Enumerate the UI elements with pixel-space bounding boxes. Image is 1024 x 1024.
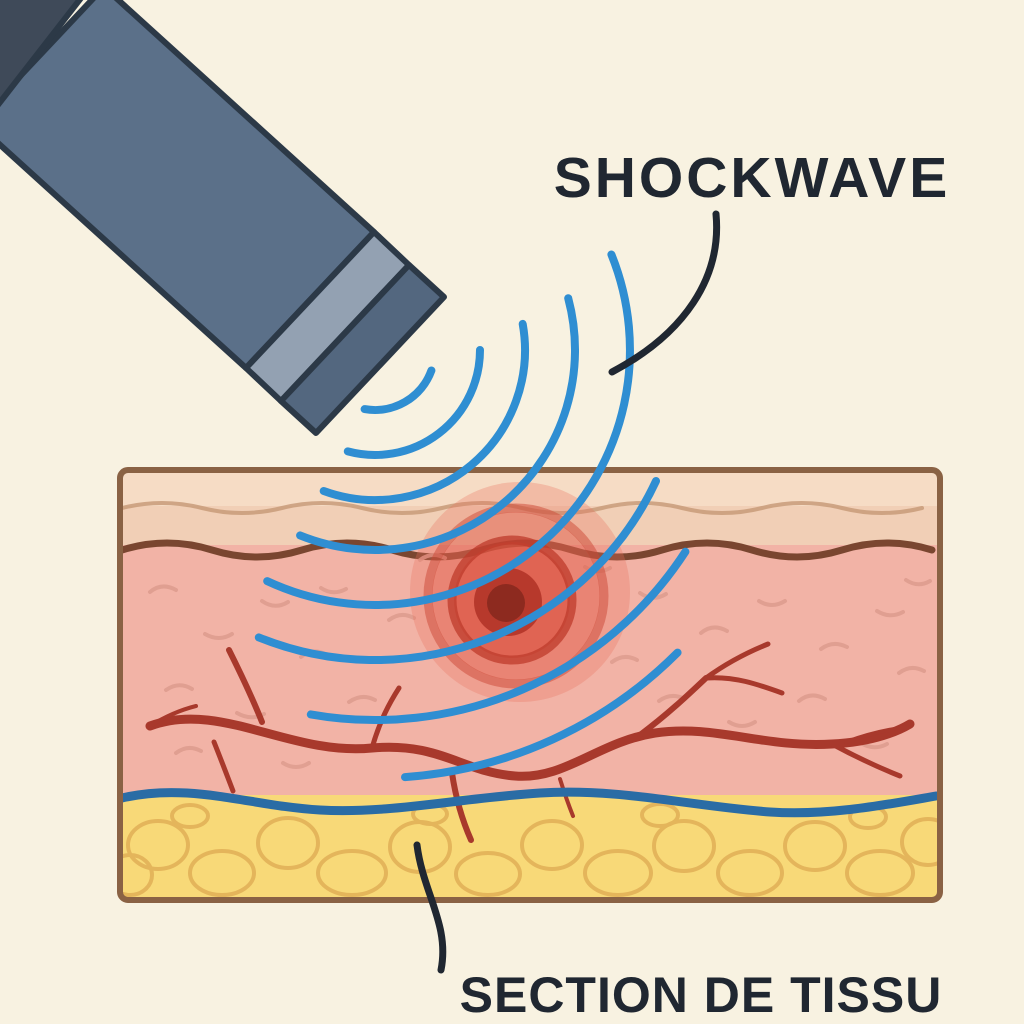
label-tissue-section: SECTION DE TISSU xyxy=(460,967,943,1023)
wave-arc xyxy=(306,547,690,725)
wave-arc xyxy=(401,648,682,782)
device-tip xyxy=(278,262,447,436)
wave-arc xyxy=(263,250,634,609)
fat-boundary-line xyxy=(122,787,938,818)
tissue-section xyxy=(122,472,938,898)
wave-arc xyxy=(254,477,660,664)
tissue-pointer-line xyxy=(413,841,447,974)
applicator-device xyxy=(0,0,447,436)
pointer-lines xyxy=(413,210,721,974)
wave-arc xyxy=(296,294,579,554)
device-corner-cap xyxy=(0,0,84,108)
shockwave-pointer-line xyxy=(608,210,721,376)
wave-arc xyxy=(319,319,529,505)
blood-vessels xyxy=(145,641,915,843)
fat-lobules xyxy=(122,802,938,897)
wave-arc xyxy=(360,366,436,414)
shockwave-arcs xyxy=(254,250,690,782)
tissue-border xyxy=(117,467,943,903)
label-shockwave: SHOCKWAVE xyxy=(554,146,950,210)
wave-arc xyxy=(343,346,484,459)
